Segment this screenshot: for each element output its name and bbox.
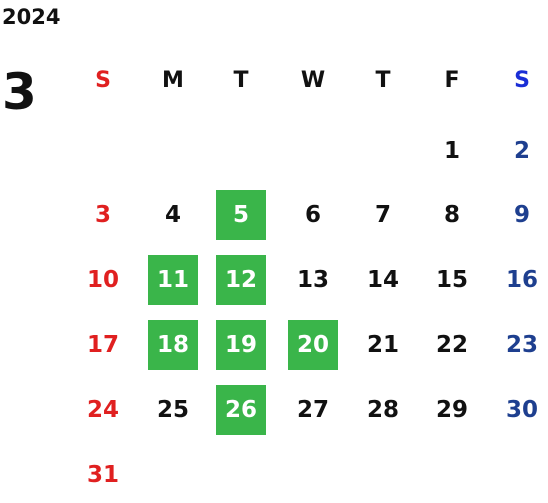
day-cell: 21: [366, 332, 399, 358]
weekday-label: F: [444, 68, 460, 93]
day-cell-highlighted: 12: [216, 255, 266, 305]
day-cell: 22: [435, 332, 468, 358]
day-cell: 3: [94, 202, 111, 228]
day-cell: 4: [164, 202, 181, 228]
day-cell: 28: [366, 397, 399, 423]
day-cell: 25: [156, 397, 189, 423]
weekday-label: S: [514, 68, 530, 93]
day-cell: 10: [86, 267, 119, 293]
day-cell: 30: [505, 397, 538, 423]
day-cell: 23: [505, 332, 538, 358]
day-cell-highlighted: 18: [148, 320, 198, 370]
day-cell: 24: [86, 397, 119, 423]
day-cell: 29: [435, 397, 468, 423]
day-cell: 17: [86, 332, 119, 358]
weekday-label: T: [233, 68, 249, 93]
day-cell: 1: [443, 138, 460, 164]
day-cell: 14: [366, 267, 399, 293]
weekday-label: M: [162, 68, 184, 93]
month-number: 3: [2, 63, 37, 121]
year-label: 2024: [2, 5, 61, 29]
day-cell: 8: [443, 202, 460, 228]
day-cell: 15: [435, 267, 468, 293]
day-cell: 2: [513, 138, 530, 164]
day-cell: 9: [513, 202, 530, 228]
day-cell: 6: [304, 202, 321, 228]
day-cell: 27: [296, 397, 329, 423]
day-cell-highlighted: 26: [216, 385, 266, 435]
day-cell: 31: [86, 462, 119, 488]
day-cell: 13: [296, 267, 329, 293]
weekday-label: T: [375, 68, 391, 93]
weekday-label: S: [95, 68, 111, 93]
day-cell-highlighted: 20: [288, 320, 338, 370]
day-cell: 7: [374, 202, 391, 228]
day-cell-highlighted: 11: [148, 255, 198, 305]
weekday-label: W: [300, 68, 326, 93]
day-cell-highlighted: 19: [216, 320, 266, 370]
day-cell: 16: [505, 267, 538, 293]
day-cell-highlighted: 5: [216, 190, 266, 240]
